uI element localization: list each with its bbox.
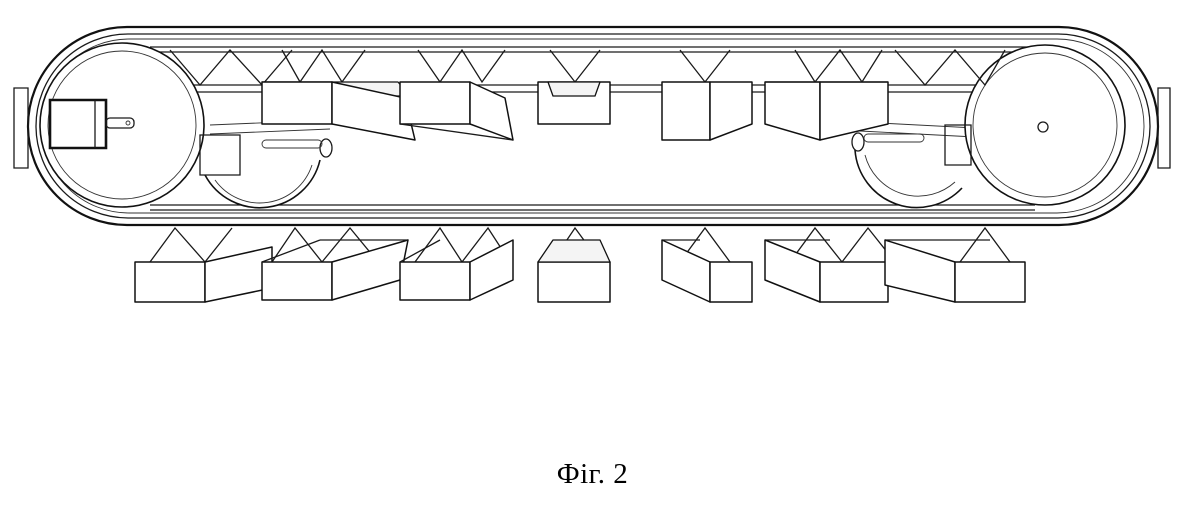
track-belt [14, 27, 1170, 225]
right-idler-wheel [852, 125, 971, 208]
right-drive-wheel [965, 45, 1125, 205]
lower-track-pads [135, 240, 1025, 302]
upper-track-pads [262, 82, 888, 140]
upper-trusses [170, 50, 1005, 85]
left-idler-wheel [200, 135, 332, 208]
motor-box [50, 100, 134, 148]
figure-caption: Фіг. 2 [556, 458, 629, 490]
tracked-mechanism-drawing [0, 0, 1185, 340]
left-drive-wheel [40, 43, 204, 207]
